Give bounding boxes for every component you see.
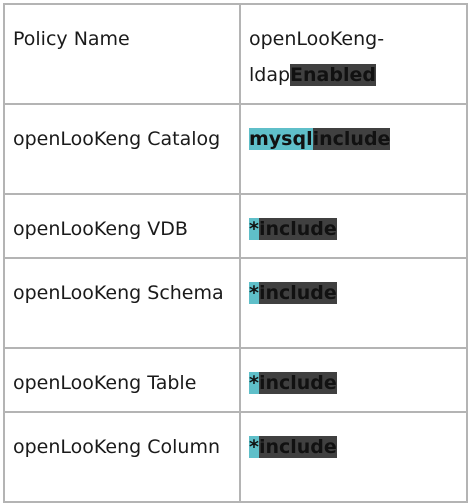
column-label: openLooKeng Column <box>3 411 241 503</box>
catalog-value: mysqlinclude <box>239 103 468 195</box>
schema-value: *include <box>239 257 468 349</box>
policy-name-label: Policy Name <box>3 3 241 105</box>
table-label-text: openLooKeng Table <box>13 372 197 394</box>
table-row-table: openLooKeng Table *include <box>3 347 468 413</box>
column-value-tag: * <box>249 436 259 458</box>
table-row-catalog: openLooKeng Catalog mysqlinclude <box>3 103 468 195</box>
catalog-include-tag: include <box>312 128 391 150</box>
column-value: *include <box>239 411 468 503</box>
vdb-value-tag: * <box>249 218 259 240</box>
table-label: openLooKeng Table <box>3 347 241 413</box>
catalog-label: openLooKeng Catalog <box>3 103 241 195</box>
table-include-tag: include <box>258 372 337 394</box>
column-include-tag: include <box>258 436 337 458</box>
schema-label-text: openLooKeng Schema <box>13 282 224 304</box>
policy-name-value: openLooKeng-ldapEnabled <box>239 3 468 105</box>
table-row-schema: openLooKeng Schema *include <box>3 257 468 349</box>
catalog-label-text: openLooKeng Catalog <box>13 128 221 150</box>
schema-value-tag: * <box>249 282 259 304</box>
vdb-label: openLooKeng VDB <box>3 193 241 259</box>
table-row-policy-name: Policy Name openLooKeng-ldapEnabled <box>3 3 468 105</box>
catalog-value-tag: mysql <box>249 128 313 150</box>
table-value-tag: * <box>249 372 259 394</box>
policy-table: Policy Name openLooKeng-ldapEnabled open… <box>3 3 468 503</box>
table-row-column: openLooKeng Column *include <box>3 411 468 503</box>
policy-name-label-text: Policy Name <box>13 28 130 50</box>
enabled-tag: Enabled <box>290 64 376 86</box>
schema-label: openLooKeng Schema <box>3 257 241 349</box>
vdb-label-text: openLooKeng VDB <box>13 218 188 240</box>
policy-name-text: openLooKeng-ldap <box>249 28 385 86</box>
table-row-vdb: openLooKeng VDB *include <box>3 193 468 259</box>
vdb-include-tag: include <box>258 218 337 240</box>
schema-include-tag: include <box>258 282 337 304</box>
column-label-text: openLooKeng Column <box>13 436 221 458</box>
vdb-value: *include <box>239 193 468 259</box>
table-value: *include <box>239 347 468 413</box>
